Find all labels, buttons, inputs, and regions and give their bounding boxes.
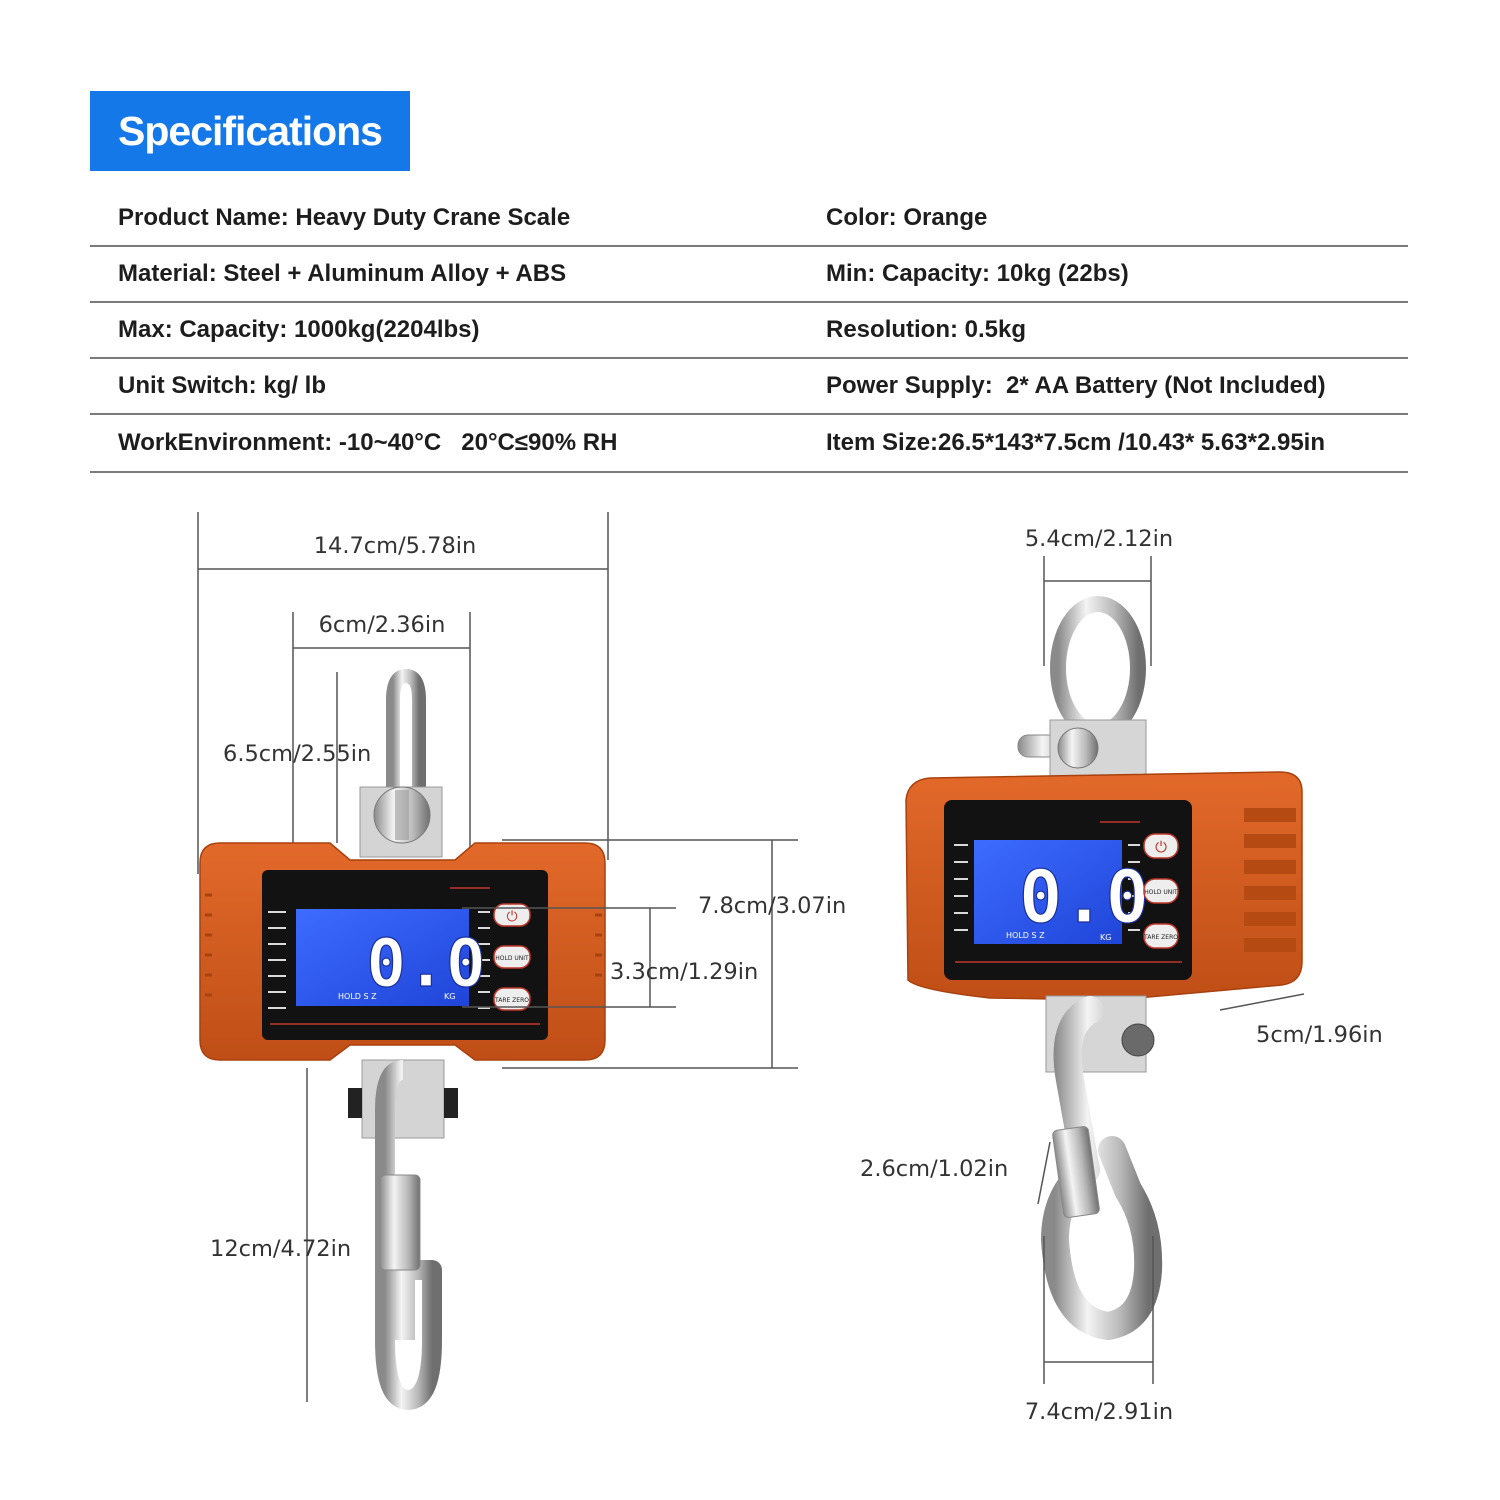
dim-body-height: [502, 839, 798, 1069]
side-hold-unit-label: HOLD UNIT: [1144, 889, 1178, 896]
side-panel-scale-marks: [954, 844, 1140, 931]
side-lcd-reading: 0.0: [1019, 855, 1149, 939]
specifications-banner: Specifications: [90, 91, 410, 171]
side-hook: [1041, 996, 1163, 1340]
panel-scale-marks: [268, 911, 490, 1009]
lcd-indicators: HOLD S Z: [338, 992, 377, 1001]
spec-product-name: Product Name: Heavy Duty Crane Scale: [118, 203, 571, 231]
side-tare-zero-label: TARE ZERO: [1143, 934, 1178, 941]
dim-total-width: [197, 512, 609, 874]
side-power-icon: ⏻: [1155, 839, 1167, 856]
hold-unit-button[interactable]: [493, 945, 531, 969]
hook-bolt-left: [348, 1088, 362, 1118]
spec-min-capacity: Min: Capacity: 10kg (22bs): [826, 260, 1129, 287]
power-icon: ⏻: [506, 908, 517, 924]
dim-label-shackle-width: 5.4cm/2.12in: [1025, 526, 1173, 552]
side-lcd-screen: [974, 840, 1122, 944]
hook: [375, 1060, 442, 1410]
dim-label-depth: 5cm/1.96in: [1256, 1022, 1383, 1048]
dim-label-total-width: 14.7cm/5.78in: [314, 533, 477, 559]
side-shackle-ring: [1050, 596, 1146, 740]
dim-depth-line: [1219, 993, 1305, 1011]
dim-label-shackle-height: 6.5cm/2.55in: [223, 741, 371, 767]
dim-label-body-height: 7.8cm/3.07in: [698, 893, 846, 919]
spec-work-environment: WorkEnvironment: -10~40°C 20°C≤90% RH: [118, 429, 618, 456]
dim-hook-opening-line: [1037, 1141, 1051, 1205]
power-button[interactable]: [493, 903, 531, 927]
dim-label-hook-length: 12cm/4.72in: [210, 1236, 351, 1262]
lcd-screen: [296, 909, 469, 1006]
dim-label-hook-width: 7.4cm/2.91in: [1025, 1399, 1173, 1425]
tare-zero-button[interactable]: [493, 987, 531, 1011]
spec-row: Product Name: Heavy Duty Crane Scale Col…: [90, 190, 1408, 247]
spec-unit-switch: Unit Switch: kg/ lb: [118, 372, 326, 399]
side-lcd-indicators: HOLD S Z: [1006, 931, 1045, 940]
tare-zero-label: TARE ZERO: [494, 997, 529, 1004]
dim-label-display-width: 6cm/2.36in: [319, 612, 446, 638]
spec-power-supply: Power Supply: 2* AA Battery (Not Include…: [826, 372, 1326, 399]
side-power-button[interactable]: [1143, 833, 1179, 859]
side-hook-latch: [1052, 1126, 1100, 1218]
hold-unit-label: HOLD UNIT: [495, 955, 529, 962]
hook-latch: [379, 1174, 421, 1271]
dim-hook-width: [1043, 1236, 1154, 1384]
dim-label-hook-opening: 2.6cm/1.02in: [860, 1156, 1008, 1182]
spec-table: Product Name: Heavy Duty Crane Scale Col…: [90, 190, 1408, 473]
dim-shackle-width: [1043, 556, 1152, 666]
spec-row: WorkEnvironment: -10~40°C 20°C≤90% RH It…: [90, 415, 1408, 473]
side-grip-ribs: [1244, 808, 1296, 952]
front-view: 14.7cm/5.78in 6cm/2.36in 6.5cm/2.55in: [197, 512, 846, 1410]
body-grip-ribs: [205, 893, 602, 997]
lcd-unit: KG: [444, 992, 455, 1001]
side-view: 5.4cm/2.12in 0.0 HOLD S Z: [860, 526, 1383, 1425]
spec-resolution: Resolution: 0.5kg: [826, 316, 1027, 343]
spec-row: Material: Steel + Aluminum Alloy + ABS M…: [90, 247, 1408, 303]
spec-row: Unit Switch: kg/ lb Power Supply: 2* AA …: [90, 359, 1408, 415]
lcd-reading: 0.0: [366, 925, 485, 1002]
hook-bolt-right: [444, 1088, 458, 1118]
spec-item-size: Item Size:26.5*143*7.5cm /10.43* 5.63*2.…: [826, 429, 1326, 456]
side-hold-unit-button[interactable]: [1143, 878, 1179, 904]
side-tare-zero-button[interactable]: [1143, 923, 1179, 949]
spec-max-capacity: Max: Capacity: 1000kg(2204lbs): [118, 316, 480, 343]
side-lcd-unit: KG: [1100, 933, 1111, 942]
dim-display-width: [292, 612, 471, 880]
spec-material: Material: Steel + Aluminum Alloy + ABS: [118, 260, 567, 287]
spec-color: Color: Orange: [826, 203, 988, 231]
dim-display-height: [462, 907, 676, 1008]
spec-row: Max: Capacity: 1000kg(2204lbs) Resolutio…: [90, 303, 1408, 359]
dim-label-display-height: 3.3cm/1.29in: [610, 959, 758, 985]
shackle-loop: [386, 668, 426, 790]
